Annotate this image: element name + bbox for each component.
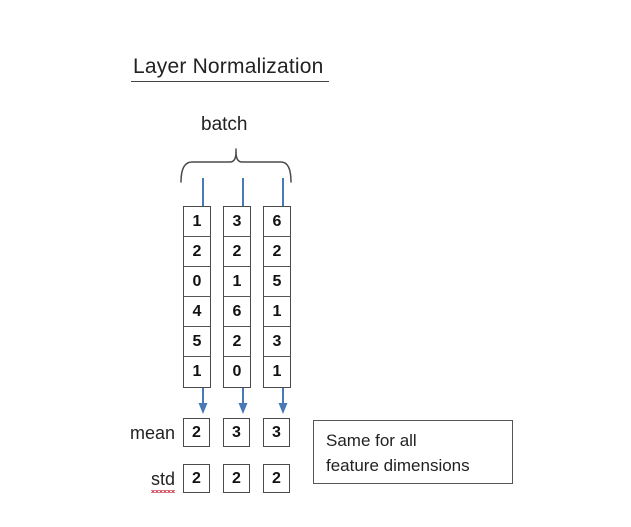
annotation-line-1: Same for all: [326, 431, 417, 450]
std-value-box: 2: [183, 464, 210, 493]
feature-cell: 1: [264, 297, 290, 327]
annotation-box: Same for all feature dimensions: [313, 420, 513, 484]
std-row-label-text: std: [150, 469, 176, 493]
feature-cell: 1: [184, 357, 210, 387]
feature-cell: 4: [184, 297, 210, 327]
feature-cell: 3: [224, 207, 250, 237]
std-value-box: 2: [263, 464, 290, 493]
feature-cell: 1: [264, 357, 290, 387]
feature-column-1: 3 2 1 6 2 0: [223, 206, 251, 388]
feature-cell: 0: [184, 267, 210, 297]
feature-column-2: 6 2 5 1 3 1: [263, 206, 291, 388]
page-title: Layer Normalization: [133, 55, 324, 78]
mean-value-box: 3: [223, 418, 250, 447]
feature-cell: 2: [224, 327, 250, 357]
feature-cell: 1: [184, 207, 210, 237]
feature-column-0: 1 2 0 4 5 1: [183, 206, 211, 388]
batch-axis-label: batch: [201, 114, 248, 135]
feature-cell: 0: [224, 357, 250, 387]
mean-row-label: mean: [129, 423, 175, 443]
std-value-box: 2: [223, 464, 250, 493]
std-row-label: std: [110, 469, 176, 493]
title-underline: [131, 81, 329, 82]
curly-brace-icon: [180, 148, 292, 183]
feature-cell: 6: [224, 297, 250, 327]
feature-cell: 5: [184, 327, 210, 357]
feature-cell: 2: [264, 237, 290, 267]
feature-cell: 6: [264, 207, 290, 237]
mean-value-box: 2: [183, 418, 210, 447]
feature-cell: 2: [224, 237, 250, 267]
feature-cell: 3: [264, 327, 290, 357]
annotation-line-2: feature dimensions: [326, 456, 470, 475]
feature-cell: 1: [224, 267, 250, 297]
mean-value-box: 3: [263, 418, 290, 447]
feature-cell: 2: [184, 237, 210, 267]
feature-cell: 5: [264, 267, 290, 297]
